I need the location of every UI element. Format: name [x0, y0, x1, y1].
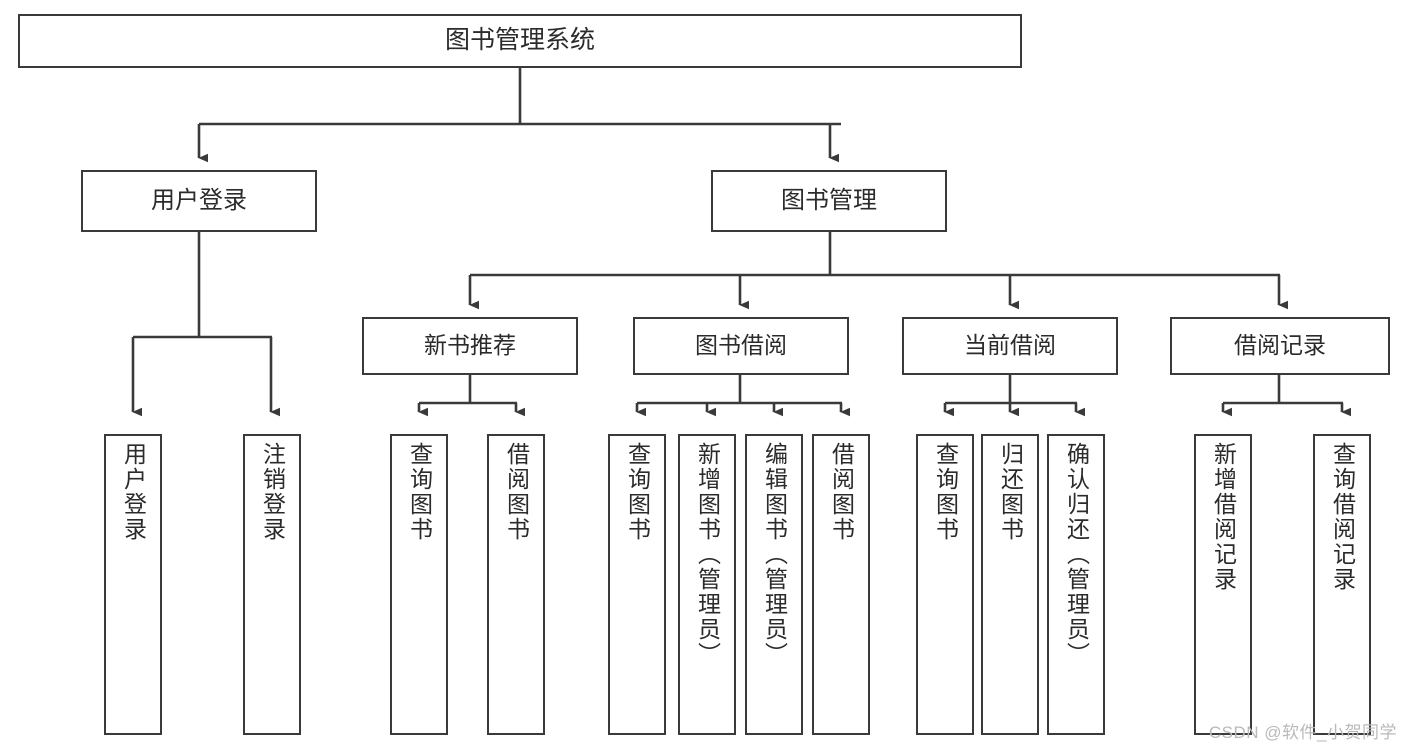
node-user-login[interactable]: 用户登录 — [81, 170, 317, 232]
node-root-label: 图书管理系统 — [444, 26, 595, 55]
node-current-borrow-label: 当前借阅 — [964, 332, 1056, 359]
node-leaf-query-book-2[interactable]: 查询图书 — [608, 434, 666, 735]
node-leaf-query-book-3[interactable]: 查询图书 — [916, 434, 974, 735]
node-leaf-edit-book-label: 编辑图书（管理员） — [761, 442, 788, 667]
node-leaf-query-book-1[interactable]: 查询图书 — [390, 434, 448, 735]
node-leaf-user-login[interactable]: 用户登录 — [104, 434, 162, 735]
node-user-login-label: 用户登录 — [151, 186, 247, 214]
node-leaf-query-book-1-label: 查询图书 — [406, 442, 433, 542]
node-leaf-borrow-book-1-label: 借阅图书 — [503, 442, 530, 542]
node-leaf-confirm-return-label: 确认归还（管理员） — [1063, 442, 1090, 667]
node-leaf-query-book-3-label: 查询图书 — [932, 442, 959, 542]
node-leaf-confirm-return[interactable]: 确认归还（管理员） — [1047, 434, 1105, 735]
node-leaf-add-book[interactable]: 新增图书（管理员） — [678, 434, 736, 735]
node-borrow-record-label: 借阅记录 — [1234, 332, 1326, 359]
node-new-book-recommend-label: 新书推荐 — [424, 332, 516, 359]
node-leaf-borrow-book-1[interactable]: 借阅图书 — [487, 434, 545, 735]
node-book-manage[interactable]: 图书管理 — [711, 170, 947, 232]
node-current-borrow[interactable]: 当前借阅 — [902, 317, 1118, 375]
node-book-manage-label: 图书管理 — [781, 186, 877, 214]
node-leaf-logout-login[interactable]: 注销登录 — [243, 434, 301, 735]
node-leaf-add-record[interactable]: 新增借阅记录 — [1194, 434, 1252, 735]
node-leaf-add-book-label: 新增图书（管理员） — [694, 442, 721, 667]
node-leaf-query-record[interactable]: 查询借阅记录 — [1313, 434, 1371, 735]
node-leaf-borrow-book-2[interactable]: 借阅图书 — [812, 434, 870, 735]
node-new-book-recommend[interactable]: 新书推荐 — [362, 317, 578, 375]
node-leaf-return-book-label: 归还图书 — [997, 442, 1024, 542]
node-book-borrow[interactable]: 图书借阅 — [633, 317, 849, 375]
node-leaf-query-book-2-label: 查询图书 — [624, 442, 651, 542]
node-leaf-add-record-label: 新增借阅记录 — [1210, 442, 1237, 592]
node-leaf-logout-login-label: 注销登录 — [259, 442, 286, 542]
node-leaf-return-book[interactable]: 归还图书 — [981, 434, 1039, 735]
node-leaf-edit-book[interactable]: 编辑图书（管理员） — [745, 434, 803, 735]
node-leaf-user-login-label: 用户登录 — [120, 442, 147, 542]
node-leaf-query-record-label: 查询借阅记录 — [1329, 442, 1356, 592]
node-leaf-borrow-book-2-label: 借阅图书 — [828, 442, 855, 542]
csdn-watermark: CSDN @软件_小贺同学 — [1208, 723, 1397, 742]
node-book-borrow-label: 图书借阅 — [695, 332, 787, 359]
node-root-book-management-system[interactable]: 图书管理系统 — [18, 14, 1022, 68]
node-borrow-record[interactable]: 借阅记录 — [1170, 317, 1390, 375]
